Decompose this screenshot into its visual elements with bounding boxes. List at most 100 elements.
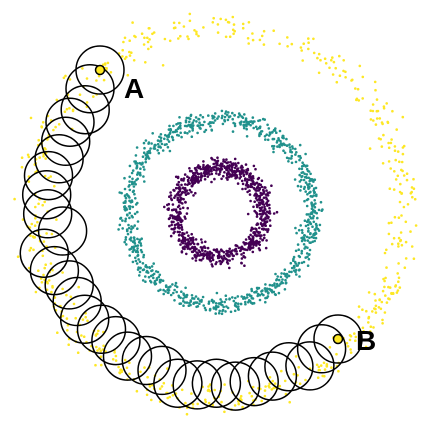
data-point [180, 388, 184, 392]
data-point [130, 228, 133, 231]
data-point [385, 266, 388, 269]
data-point [266, 228, 270, 231]
data-point [20, 165, 24, 169]
data-point [144, 275, 147, 278]
data-point [144, 61, 147, 64]
data-point [387, 221, 391, 225]
data-point [288, 400, 292, 404]
data-point [139, 370, 142, 374]
data-point [264, 300, 267, 304]
data-point [265, 220, 269, 223]
data-point [307, 41, 310, 44]
data-point [245, 296, 249, 299]
data-point [184, 120, 188, 124]
data-point [177, 193, 180, 197]
data-point [215, 160, 218, 163]
data-point [219, 167, 223, 170]
data-point [210, 121, 214, 124]
data-point [256, 234, 260, 237]
data-point [251, 32, 254, 35]
data-point [239, 170, 243, 174]
data-point [255, 286, 259, 290]
data-point [357, 315, 361, 319]
data-point [189, 299, 192, 302]
data-point [129, 236, 133, 239]
data-point [248, 193, 252, 196]
data-point [270, 184, 273, 187]
data-point [267, 215, 270, 219]
data-point [192, 173, 196, 177]
data-point [330, 58, 333, 62]
data-point [301, 161, 304, 164]
data-point [286, 45, 289, 48]
data-point [355, 97, 359, 101]
data-point [177, 224, 181, 227]
data-point [334, 66, 338, 70]
data-point [164, 284, 168, 287]
data-point [401, 115, 405, 119]
data-point [263, 287, 267, 290]
data-point [243, 256, 247, 259]
data-point [201, 295, 205, 299]
data-point [118, 191, 121, 194]
data-point [128, 50, 131, 54]
data-point [206, 164, 210, 167]
data-point [304, 181, 308, 184]
data-point [190, 169, 193, 173]
data-point [233, 170, 237, 174]
data-point [189, 238, 193, 241]
data-point [127, 205, 131, 208]
data-point [396, 272, 400, 275]
data-point [246, 212, 250, 216]
data-point [166, 145, 170, 149]
data-point [236, 182, 240, 185]
data-point [338, 74, 342, 77]
data-point [264, 138, 267, 141]
data-point [240, 179, 244, 183]
data-point [397, 242, 400, 245]
data-point [275, 284, 279, 288]
data-point [311, 225, 314, 228]
data-point [297, 248, 301, 251]
data-point [172, 231, 175, 235]
data-point [273, 284, 276, 287]
data-point [204, 253, 207, 257]
data-point [227, 254, 230, 258]
path-circle [23, 150, 74, 201]
data-point [217, 311, 221, 315]
data-point [383, 285, 386, 289]
data-point [314, 236, 318, 240]
data-point [37, 202, 40, 206]
data-point [311, 240, 315, 244]
data-point [195, 120, 198, 123]
data-point [310, 178, 313, 182]
data-point [138, 161, 142, 165]
data-point [259, 234, 262, 238]
data-point [234, 244, 238, 247]
data-point [190, 177, 194, 180]
data-point [247, 21, 251, 24]
data-point [262, 222, 266, 226]
path-circle [264, 341, 314, 392]
data-point [241, 182, 245, 186]
data-point [201, 257, 205, 260]
data-point [231, 169, 234, 173]
data-point [142, 141, 146, 145]
data-point [185, 212, 189, 215]
data-point [214, 262, 217, 266]
data-point [173, 189, 176, 192]
data-point [32, 248, 35, 252]
data-point [385, 301, 389, 304]
data-point [253, 120, 256, 123]
data-point [177, 183, 180, 187]
data-point [162, 381, 166, 385]
data-point [313, 209, 317, 213]
data-point [231, 254, 234, 257]
data-point [382, 105, 386, 108]
data-point [102, 344, 105, 348]
data-point [317, 208, 321, 212]
data-point [235, 176, 239, 179]
data-point [241, 26, 245, 30]
data-point [220, 255, 223, 258]
data-point [251, 179, 254, 183]
